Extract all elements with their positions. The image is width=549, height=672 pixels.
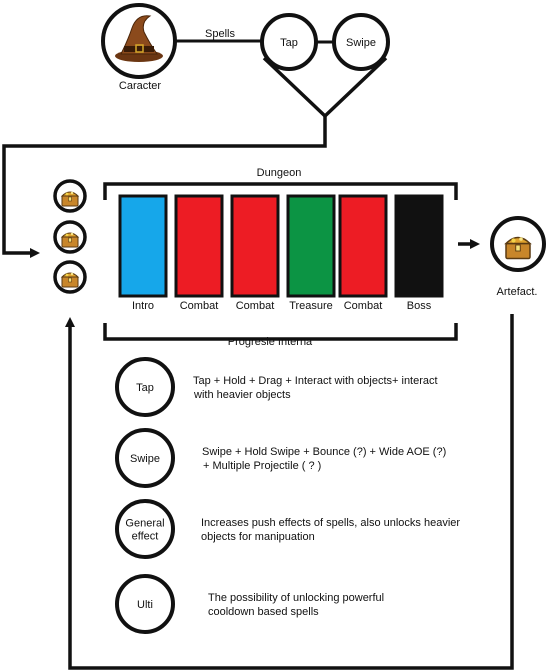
artefact-label: Artefact. [497,286,538,298]
room-block [118,194,168,298]
artefact-slot [53,179,87,213]
room-block [394,194,444,298]
progression-description: Tap + Hold + Drag + Interact with object… [193,375,438,387]
progression-description: objects for manipuation [201,531,315,543]
artefact-slot [53,260,87,294]
progression-circle [115,499,175,559]
treasure-chest-icon [61,191,79,207]
return-loop-line [65,314,514,670]
wizard-hat-icon [115,15,163,62]
progression-description: The possibility of unlocking powerful [208,592,384,604]
artefact-slot [53,220,87,254]
progression-circle [115,574,175,634]
tap-spell-label: Tap [280,37,298,49]
progression-circle-label: General [125,518,164,530]
progression-circle-label: effect [132,531,159,543]
artefact-reward-node [490,216,546,272]
dungeon-rooms: Intro Combat Combat Treasure Combat Boss [118,194,444,312]
room-label: Combat [236,300,275,312]
room-block [230,194,280,298]
dungeon-room: Treasure [286,194,336,312]
room-block [174,194,224,298]
treasure-chest-icon [61,232,79,248]
artefact-stack [53,179,87,294]
treasure-chest-icon [61,272,79,288]
character-label: Caracter [119,80,162,92]
character-node [101,3,177,79]
dungeon-room: Combat [174,194,224,312]
progression-title: Progresie Interna [228,336,313,348]
room-label: Combat [344,300,383,312]
dungeon-title: Dungeon [257,167,302,179]
progression-circle-label: Swipe [130,453,160,465]
progression-item: Swipe Swipe + Hold Swipe + Bounce (?) + W… [115,428,446,488]
progression-description: + Multiple Projectile ( ? ) [203,460,321,472]
progression-circle-label: Tap [136,382,154,394]
swipe-spell-label: Swipe [346,37,376,49]
room-label: Treasure [289,300,333,312]
swipe-spell-node: Swipe [332,13,390,71]
progression-circle [115,428,175,488]
progression-description: Swipe + Hold Swipe + Bounce (?) + Wide A… [202,446,446,458]
room-block [338,194,388,298]
room-label: Intro [132,300,154,312]
dungeon-room: Combat [338,194,388,312]
room-label: Boss [407,300,432,312]
progression-circle [115,357,175,417]
progression-circle-label: Ulti [137,599,153,611]
tap-spell-node: Tap [260,13,318,71]
progression-item: Tap Tap + Hold + Drag + Interact with obj… [115,357,438,417]
progression-item: Ulti The possibility of unlocking powerfu… [115,574,384,634]
dungeon-top-bracket [103,182,458,200]
progression-list: Tap Tap + Hold + Drag + Interact with obj… [115,357,460,634]
room-block [286,194,336,298]
progression-description: with heavier objects [193,389,291,401]
flow-to-dungeon-line [2,116,327,258]
treasure-chest-icon [505,236,531,260]
dungeon-room: Boss [394,194,444,312]
progression-description: cooldown based spells [208,606,319,618]
dungeon-room: Intro [118,194,168,312]
spells-label: Spells [205,28,235,40]
room-label: Combat [180,300,219,312]
progression-description: Increases push effects of spells, also u… [201,517,460,529]
dungeon-room: Combat [230,194,280,312]
dungeon-bottom-bracket [103,323,458,341]
